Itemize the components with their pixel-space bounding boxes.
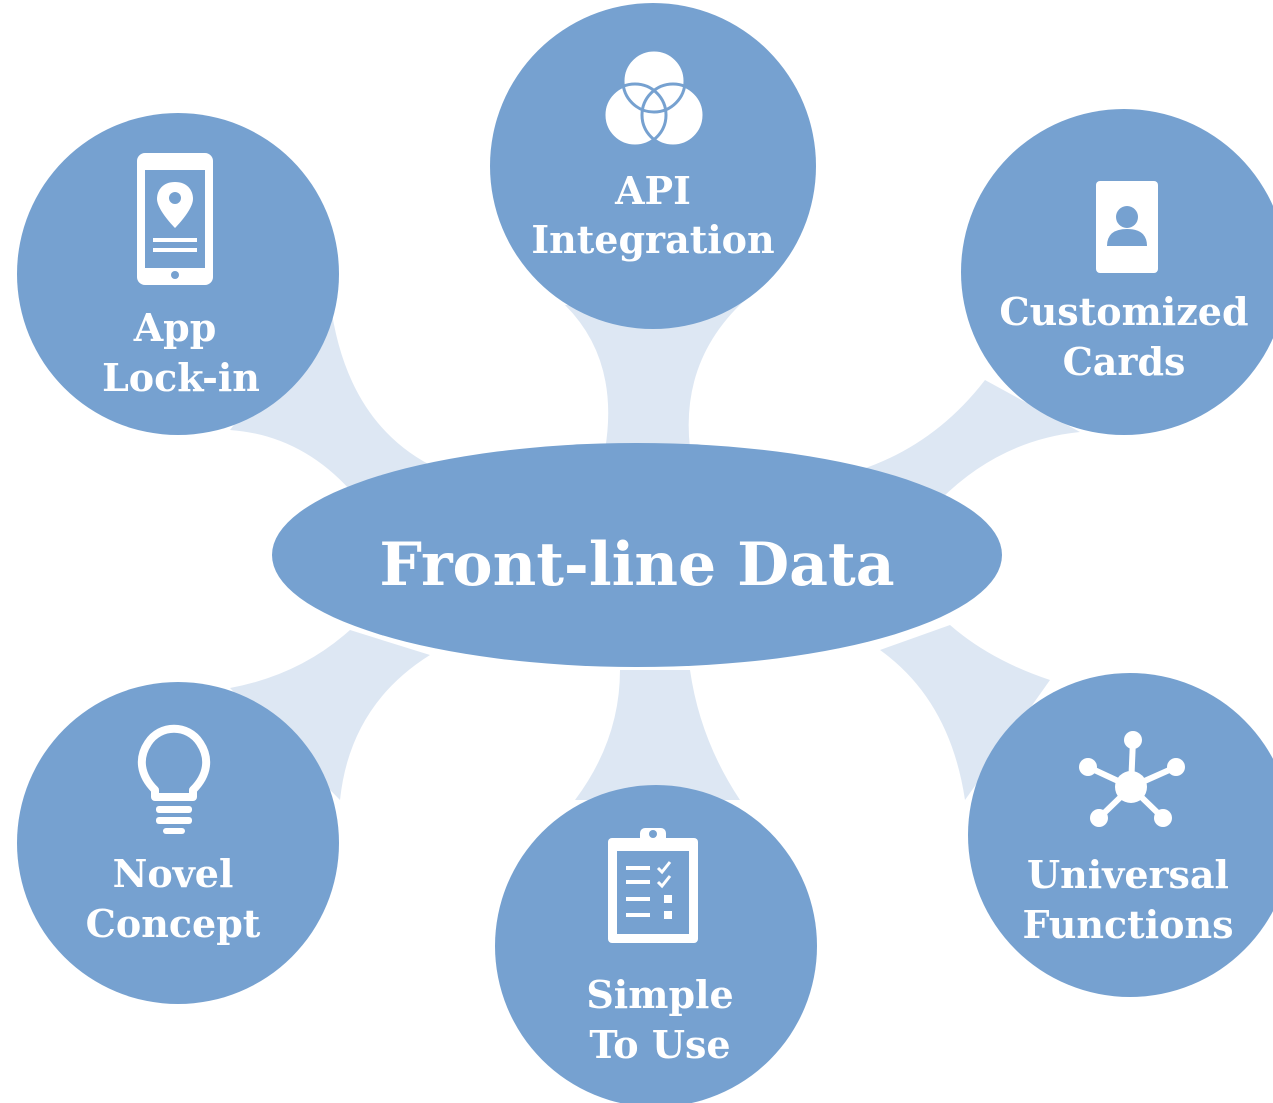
node-api-integration: API Integration: [490, 3, 816, 329]
connector-novel-concept: [230, 630, 430, 800]
node-circle: [968, 673, 1273, 997]
node-label-line-2: Concept: [86, 901, 261, 946]
node-label-line-1: App: [133, 305, 217, 350]
node-circle: [17, 682, 339, 1004]
connector-customized-cards: [860, 380, 1080, 500]
node-label-line-2: Lock-in: [102, 355, 260, 400]
node-circle: [490, 3, 816, 329]
node-label-line-1: Novel: [113, 851, 234, 896]
node-simple-to-use: Simple To Use: [495, 785, 817, 1103]
node-label-line-1: Customized: [999, 289, 1248, 334]
connectors: [230, 300, 1080, 800]
node-label-line-2: Cards: [1063, 339, 1186, 384]
node-label-line-1: API: [614, 168, 691, 213]
center-hub: Front-line Data: [272, 443, 1002, 667]
node-label-line-2: Functions: [1022, 902, 1233, 947]
node-label-line-1: Universal: [1027, 852, 1229, 897]
clipboard-checklist-icon: [608, 828, 698, 943]
connector-universal-functions: [880, 625, 1050, 800]
connector-app-lock-in: [230, 300, 430, 490]
profile-card-icon: [1096, 181, 1158, 273]
center-label: Front-line Data: [379, 530, 894, 600]
connector-simple-to-use: [575, 670, 740, 800]
node-universal-functions: Universal Functions: [968, 673, 1273, 997]
node-label-line-2: Integration: [531, 217, 774, 262]
lightbulb-icon: [137, 724, 211, 834]
center-ellipse: [272, 443, 1002, 667]
connector-api-integration: [565, 300, 745, 450]
node-app-lock-in: App Lock-in: [17, 113, 339, 435]
node-novel-concept: Novel Concept: [17, 682, 339, 1004]
node-customized-cards: Customized Cards: [961, 109, 1273, 435]
node-label-line-2: To Use: [589, 1022, 730, 1067]
venn-diagram-icon: [602, 48, 706, 148]
network-hub-icon: [1079, 731, 1185, 827]
mobile-location-icon: [137, 153, 213, 285]
node-circle: [495, 785, 817, 1103]
node-label-line-1: Simple: [586, 972, 733, 1017]
